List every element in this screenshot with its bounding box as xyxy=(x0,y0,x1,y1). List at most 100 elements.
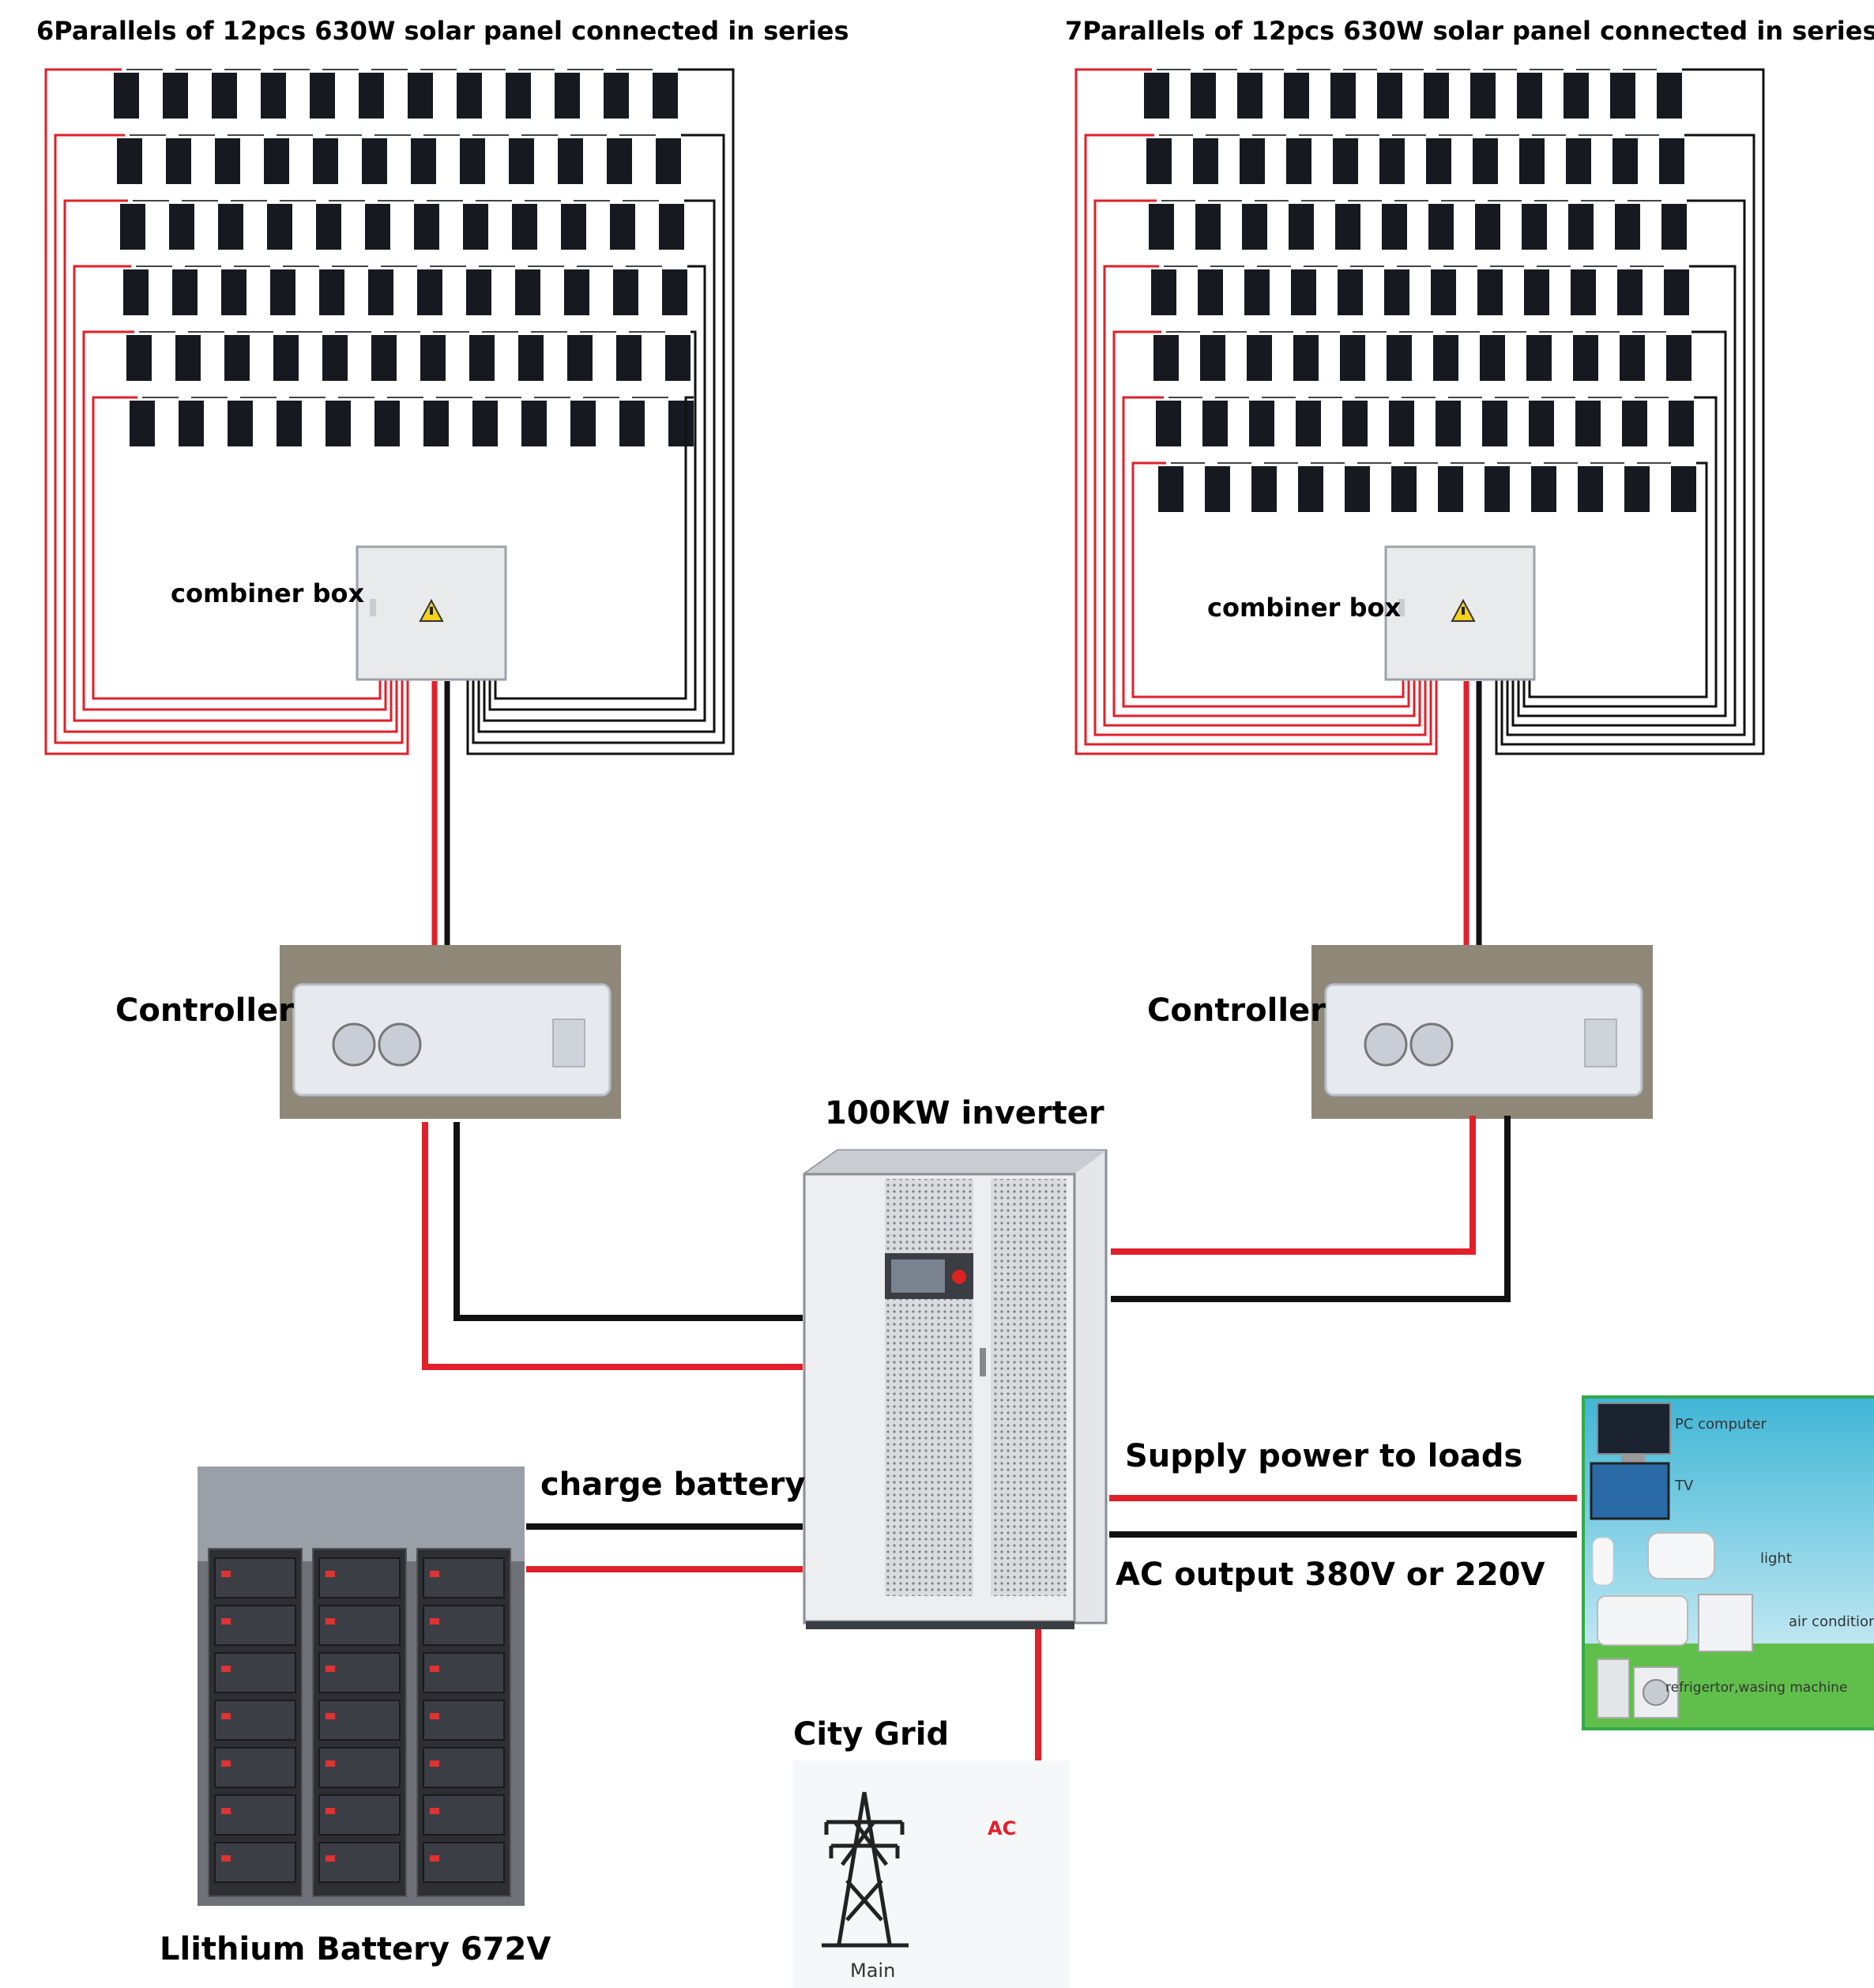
solar-panel xyxy=(319,269,344,315)
battery-module xyxy=(214,1794,296,1836)
lithium-battery-rack xyxy=(198,1467,525,1906)
solar-panel xyxy=(1666,335,1691,381)
solar-panel xyxy=(1330,73,1356,119)
array-left-title: 6Parallels of 12pcs 630W solar panel con… xyxy=(36,16,849,46)
solar-panel xyxy=(310,73,335,119)
solar-panel xyxy=(179,401,204,446)
string-positive-wire xyxy=(44,68,409,755)
solar-panel xyxy=(1617,269,1643,315)
load-light-label: light xyxy=(1760,1550,1792,1567)
load-fridge-label: refrigertor,wasing machine xyxy=(1665,1680,1848,1696)
battery-module xyxy=(214,1842,296,1883)
battery-module xyxy=(423,1842,505,1883)
string-positive-wire xyxy=(1131,461,1405,698)
solar-panel xyxy=(1251,466,1277,512)
solar-panel xyxy=(1482,401,1507,446)
controller-right xyxy=(1311,945,1653,1119)
battery-terminal xyxy=(430,1760,439,1767)
battery-module xyxy=(423,1794,505,1836)
battery-terminal xyxy=(221,1618,231,1625)
battery-module xyxy=(214,1605,296,1646)
solar-panel xyxy=(1480,335,1505,381)
solar-panel xyxy=(175,335,201,381)
solar-panel xyxy=(1286,138,1311,184)
solar-panel xyxy=(273,335,299,381)
battery-terminal xyxy=(430,1808,439,1814)
solar-panel xyxy=(512,204,537,250)
solar-panel xyxy=(1477,269,1503,315)
battery-terminal xyxy=(221,1855,231,1862)
battery-terminal xyxy=(326,1713,335,1719)
solar-panel xyxy=(1436,401,1461,446)
controller-right-label: Controller xyxy=(1147,992,1326,1029)
solar-panel xyxy=(555,73,580,119)
solar-panel xyxy=(1470,73,1496,119)
solar-panel xyxy=(668,401,694,446)
solar-panel xyxy=(1158,466,1183,512)
solar-panel xyxy=(166,138,191,184)
solar-panel xyxy=(1345,466,1370,512)
battery-module xyxy=(423,1700,505,1741)
solar-panel xyxy=(1529,401,1554,446)
solar-panel xyxy=(1298,466,1323,512)
string-positive-wire xyxy=(82,330,387,711)
solar-panel xyxy=(1524,269,1549,315)
string-negative-wire xyxy=(477,199,716,733)
solar-panel xyxy=(1244,269,1270,315)
solar-panel xyxy=(1240,138,1265,184)
battery-terminal xyxy=(221,1571,231,1577)
solar-panel xyxy=(1426,138,1451,184)
solar-panel xyxy=(457,73,482,119)
solar-panel xyxy=(558,138,583,184)
grid-ac-label: AC xyxy=(988,1817,1017,1839)
battery-terminal xyxy=(221,1760,231,1767)
solar-panel xyxy=(1475,204,1500,250)
battery-terminal xyxy=(326,1760,335,1767)
solar-panel xyxy=(1485,466,1510,512)
solar-panel xyxy=(515,269,540,315)
solar-panel xyxy=(267,204,292,250)
solar-panel xyxy=(1379,138,1405,184)
solar-panel xyxy=(212,73,237,119)
solar-panel xyxy=(264,138,289,184)
solar-panel xyxy=(277,401,302,446)
controller-right-to-inverter xyxy=(1111,1116,1511,1302)
solar-panel xyxy=(1620,335,1645,381)
solar-panel xyxy=(1612,138,1638,184)
combiner-box-right-label: combiner box xyxy=(1207,593,1402,623)
solar-panel xyxy=(1391,466,1417,512)
solar-panel xyxy=(469,335,495,381)
solar-panel xyxy=(1200,335,1225,381)
city-grid-label: City Grid xyxy=(793,1716,950,1753)
solar-panel xyxy=(567,335,593,381)
solar-panel xyxy=(120,204,145,250)
ac-output-label: AC output 380V or 220V xyxy=(1116,1557,1545,1593)
battery-module xyxy=(318,1652,401,1693)
string-negative-wire xyxy=(466,68,735,755)
solar-panel xyxy=(653,73,678,119)
string-positive-wire xyxy=(1122,396,1410,708)
solar-panel xyxy=(1377,73,1402,119)
load-pc-label: PC computer xyxy=(1675,1416,1767,1433)
solar-panel xyxy=(1389,401,1414,446)
string-positive-wire xyxy=(1112,330,1416,717)
array-right-title: 7Parallels of 12pcs 630W solar panel con… xyxy=(1065,16,1874,46)
solar-panel xyxy=(1237,73,1263,119)
solar-panel xyxy=(221,269,246,315)
solar-panel xyxy=(1291,269,1316,315)
inverter-cabinet xyxy=(803,1149,1108,1629)
solar-panel xyxy=(362,138,387,184)
solar-panel xyxy=(1335,204,1360,250)
solar-panel xyxy=(1144,73,1169,119)
solar-panel xyxy=(1438,466,1463,512)
controller-left-to-inverter xyxy=(422,1122,803,1370)
solar-panel xyxy=(619,401,645,446)
solar-panel xyxy=(313,138,338,184)
solar-panel xyxy=(215,138,240,184)
solar-panel xyxy=(408,73,433,119)
solar-panel xyxy=(521,401,547,446)
string-positive-wire xyxy=(1084,134,1432,746)
battery-terminal xyxy=(430,1618,439,1625)
battery-module xyxy=(423,1652,505,1693)
solar-panel xyxy=(1624,466,1650,512)
